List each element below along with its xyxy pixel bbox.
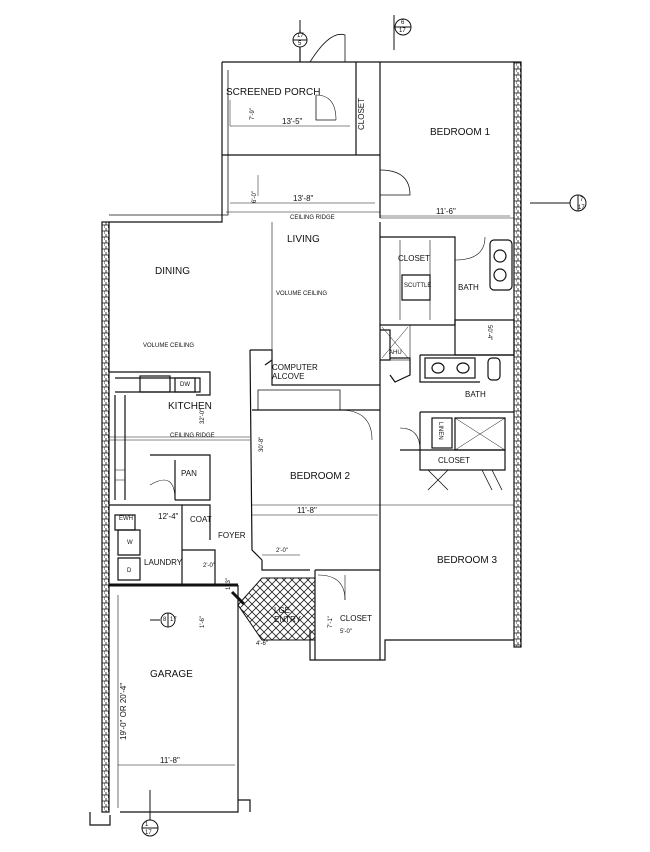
porch-walls <box>222 30 514 219</box>
foyer-height-dim: 1'-3" <box>226 578 232 590</box>
laundry-width-dim: 12'-4" <box>158 512 179 521</box>
dimension-lines <box>109 100 510 556</box>
exterior-walls <box>89 61 522 826</box>
screened-porch-label: SCREENED PORCH <box>226 87 321 98</box>
section-mid-left-sheet: 17 <box>170 617 177 623</box>
dishwasher-label: DW <box>180 382 190 388</box>
bedroom-2-closet-label: CLOSET <box>340 614 373 623</box>
closet-height-dim: 7'-1" <box>328 616 334 628</box>
living-width-dim: 13'-8" <box>293 194 314 203</box>
entry-offset-dim: 1'-6" <box>200 616 206 628</box>
bedroom-2-label: BEDROOM 2 <box>290 471 351 482</box>
section-top-left-number: 17 <box>297 33 304 39</box>
computer-alcove-label: COMPUTER ALCOVE <box>272 363 318 381</box>
bedroom-2-height-dim: 30'-8" <box>259 436 265 452</box>
bath-2-label: BATH <box>465 390 486 399</box>
bedroom-2-width-dim: 11'-8" <box>297 506 317 515</box>
section-top-right-sheet: 17 <box>399 28 406 34</box>
garage-width-dim: 11'-8" <box>160 756 180 765</box>
kitchen-label: KITCHEN <box>168 401 212 412</box>
bath-1-label: BATH <box>458 283 479 292</box>
volume-ceiling-living-label: VOLUME CEILING <box>276 291 328 297</box>
living-label: LIVING <box>287 234 320 245</box>
left-masonry-wall <box>101 221 110 813</box>
section-bottom-number: 1 <box>145 822 149 828</box>
right-masonry-wall <box>513 61 522 648</box>
bath-walls <box>380 236 515 491</box>
bedroom-1-width-dim: 11'-6" <box>436 207 456 216</box>
section-top-right-number: 6 <box>401 20 405 26</box>
section-marker-top-left <box>292 20 308 48</box>
porch-width-dim: 13'-5" <box>282 117 303 126</box>
closet-width-dim: 5'-0" <box>340 629 352 635</box>
living-depth-dim: 6'-0" <box>252 191 258 203</box>
entry-tile-hatch <box>237 577 316 641</box>
foyer-label: FOYER <box>218 531 246 540</box>
washer-label: W <box>127 540 133 546</box>
bedroom-1-closet-label: CLOSET <box>398 254 431 263</box>
section-mid-left-number: 8 <box>163 617 167 623</box>
volume-ceiling-dining-label: VOLUME CEILING <box>143 343 195 349</box>
linen-label: LINEN <box>437 422 443 440</box>
bath-dim: 50'-4" <box>486 325 492 341</box>
garage-depth-dim: 19'-0" OR 20'-4" <box>119 682 128 740</box>
section-bottom-sheet: 17 <box>145 830 152 836</box>
section-marker-right <box>530 194 587 212</box>
bedroom-3-label: BEDROOM 3 <box>437 555 498 566</box>
garage-label: GARAGE <box>150 669 193 680</box>
section-right-number: 7 <box>580 197 584 203</box>
foyer-width-dim: 2'-0" <box>203 563 215 569</box>
ahu-label: AHU <box>389 350 402 356</box>
hall-closet-label: CLOSET <box>438 456 471 465</box>
scuttle-label: SCUTTLE <box>404 283 432 289</box>
coat-closet-label: COAT <box>190 515 212 524</box>
section-marker-top-right <box>393 15 412 50</box>
pantry-label: PAN <box>181 469 197 478</box>
water-heater-label: EWH <box>119 516 133 522</box>
alcove-width-dim: 2'-0" <box>276 548 288 554</box>
central-walls <box>249 222 411 660</box>
entry-width-dim: 4'-6" <box>256 641 268 647</box>
entry-label: LGE ENTRY <box>274 606 301 624</box>
bedroom-walls <box>252 504 514 660</box>
dining-label: DINING <box>155 266 190 277</box>
porch-height-dim: 7'-9" <box>250 108 256 120</box>
porch-closet-label: CLOSET <box>357 97 366 130</box>
ceiling-ridge-kitchen-label: CEILING RIDGE <box>170 433 215 439</box>
kitchen-walls <box>109 371 250 585</box>
section-right-sheet: 17 <box>578 205 585 211</box>
bedroom-1-label: BEDROOM 1 <box>430 127 491 138</box>
dryer-label: D <box>127 568 132 574</box>
section-marker-bottom <box>141 790 159 837</box>
ceiling-ridge-top-label: CEILING RIDGE <box>290 215 335 221</box>
kitchen-dim: 32'-0" <box>200 408 206 424</box>
section-marker-mid-left <box>150 612 176 628</box>
garage-lines <box>115 469 235 808</box>
laundry-label: LAUNDRY <box>144 558 183 567</box>
section-markers <box>141 15 587 837</box>
section-top-left-sheet: 5 <box>298 41 302 47</box>
